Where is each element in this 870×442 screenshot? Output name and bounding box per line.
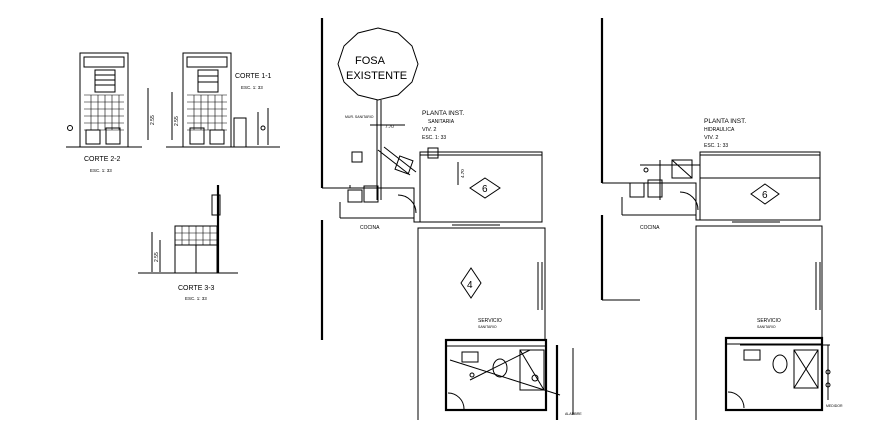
plan-sanitary-scale: ESC. 1: 33 [422,135,446,141]
kitchen-label-sanitary: COCINA [360,225,380,231]
corte-1-1-scale: ESC. 1: 33 [241,85,263,90]
plan-sanitary-title-1: PLANTA INST. [422,110,464,117]
svg-text:2.55: 2.55 [150,115,156,125]
plan-sanitary: FOSA EXISTENTE 7.70 MUR. SANITARIO COCIN… [320,18,582,420]
bath-label-hydraulic-1: SERVICIO [757,318,781,324]
svg-text:7.70: 7.70 [385,124,394,129]
section-corte-3-3: 2.55 CORTE 3-3 ESC. 1: 33 [138,185,238,301]
plan-hydraulic-scale: ESC. 1: 33 [704,143,728,149]
bath-label-hydraulic-2: SANITARIO [757,325,776,329]
bath-label-sanitary-1: SERVICIO [478,318,502,324]
svg-text:MEDIDOR: MEDIDOR [826,404,843,408]
bath-label-sanitary-2: SANITARIO [478,325,497,329]
plan-hydraulic-title-1: PLANTA INST. [704,118,746,125]
plan-sanitary-viv: VIV. 2 [422,127,436,133]
corte-3-3-title: CORTE 3-3 [178,285,215,292]
plan-sanitary-title-2: SANITARIA [428,119,455,125]
plan-hydraulic: COCINA PLANTA INST. HIDRAULICA VIV. 2 ES… [600,18,843,420]
plan-hydraulic-title-2: HIDRAULICA [704,127,735,133]
kitchen-label-hydraulic: COCINA [640,225,660,231]
room-6-sanitary: 6 [482,184,488,195]
section-corte-2-2: 2.55 CORTE 2-2 ESC. 1: 33 [66,52,156,173]
septic-tank [337,27,419,101]
svg-text:2.55: 2.55 [174,116,180,126]
corte-2-2-title: CORTE 2-2 [84,156,121,163]
septic-tank-label-1: FOSA [355,55,386,67]
svg-text:MUR. SANITARIO: MUR. SANITARIO [345,115,374,119]
corte-1-1-title: CORTE 1-1 [235,73,272,80]
room-4-sanitary: 4 [467,280,473,291]
room-6-hydraulic: 6 [762,190,768,201]
corte-3-3-scale: ESC. 1: 33 [185,296,207,301]
svg-text:ALAMBRE: ALAMBRE [565,412,582,416]
corte-2-2-scale: ESC. 1: 33 [90,168,112,173]
section-corte-1-1: 2.55 CORTE 1-1 ESC. 1: 33 [166,52,280,148]
svg-text:4.70: 4.70 [460,169,465,178]
svg-text:2.55: 2.55 [154,252,160,262]
plan-hydraulic-viv: VIV. 2 [704,135,718,141]
septic-tank-label-2: EXISTENTE [346,70,407,82]
